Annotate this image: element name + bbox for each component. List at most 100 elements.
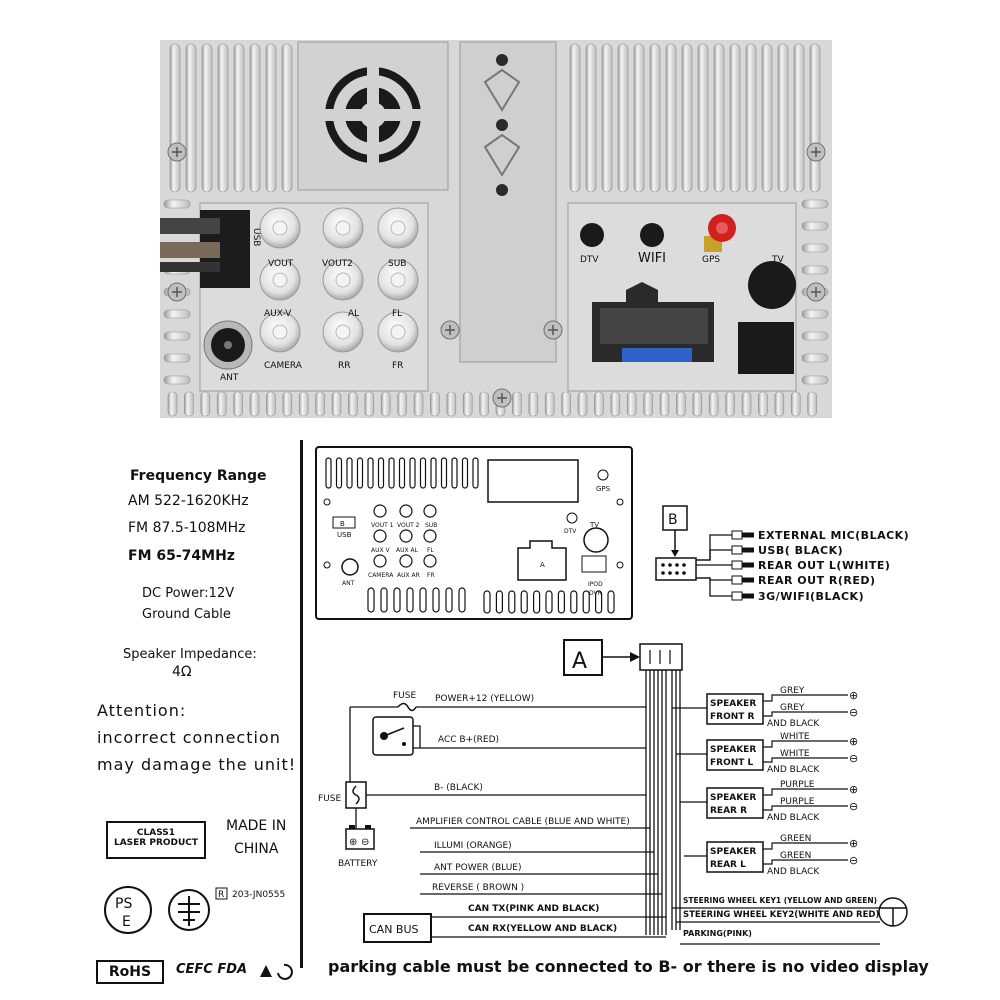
class1-line: CLASS1	[136, 828, 176, 838]
vent-slot	[377, 457, 385, 489]
bp-rca-jack	[423, 554, 437, 568]
parking-label: PARKING(PINK)	[683, 929, 752, 938]
harness-wire-label: POWER+12 (YELLOW)	[435, 694, 534, 704]
vent-slot	[325, 457, 332, 489]
wifi-port	[640, 223, 664, 247]
rca-plug-icon	[731, 545, 743, 555]
pin	[675, 563, 679, 567]
cooling-rib	[233, 43, 245, 193]
cooling-rib	[643, 391, 653, 417]
bp-display-window	[487, 459, 579, 503]
cooling-rib	[479, 391, 489, 417]
cooling-rib	[298, 391, 309, 417]
vent-slot	[483, 590, 491, 614]
cooling-rib	[617, 43, 629, 193]
cooling-rib	[167, 391, 178, 417]
cooling-rib	[777, 43, 789, 193]
rca-plug-tip	[742, 577, 754, 583]
wire	[413, 725, 421, 748]
vent-slot	[367, 457, 374, 489]
ipod-port	[738, 322, 794, 374]
reg-mark-letter: R	[218, 890, 224, 900]
speaker-line-1: SPEAKER	[710, 745, 756, 755]
plus-terminal-icon: ⊕	[849, 735, 858, 748]
cooling-rib	[430, 391, 440, 417]
battery-minus: ⊖	[361, 837, 369, 848]
photo-wifi-label: WIFI	[638, 251, 666, 266]
plus-terminal-icon: ⊕	[849, 783, 858, 796]
pin	[668, 563, 672, 567]
column-divider	[300, 440, 303, 968]
gps-antenna-connector	[704, 214, 736, 252]
b-output-label: EXTERNAL MIC(BLACK)	[758, 529, 909, 542]
speaker-line-2: REAR L	[710, 860, 746, 870]
screw-slot	[445, 325, 455, 335]
rca-jack-pin	[335, 220, 351, 236]
cooling-rib	[665, 43, 677, 193]
screw-slot	[811, 287, 821, 297]
bp-usb-label: USB	[337, 531, 352, 539]
fan-icon	[325, 67, 421, 163]
top-cooling-ribs	[169, 43, 821, 193]
speaker-pos-wire	[763, 788, 848, 796]
cooling-rib	[610, 391, 621, 417]
cooling-rib	[729, 43, 741, 193]
screw-slot	[172, 147, 182, 157]
vent-slot	[607, 590, 615, 614]
fm-range-2: FM 65-74MHz	[128, 548, 235, 564]
pin	[682, 563, 686, 567]
attention-line-2: incorrect connection	[97, 728, 281, 747]
vent-slot	[557, 590, 566, 614]
cooling-rib	[569, 43, 581, 193]
battery-label: BATTERY	[338, 859, 378, 869]
screw-slot	[172, 287, 182, 297]
photo-ant-label: ANT	[220, 373, 239, 383]
screw-slot	[497, 393, 507, 403]
speaker-line-2: FRONT R	[710, 712, 755, 722]
vent-slot	[545, 590, 553, 614]
speaker-and-black: AND BLACK	[767, 813, 820, 823]
vent-slot	[430, 457, 437, 489]
vent-slot	[582, 590, 590, 614]
rca-plug-tip	[742, 562, 754, 568]
cooling-rib	[745, 43, 757, 193]
photo-sub-label: SUB	[388, 259, 406, 269]
cooling-rib	[512, 391, 522, 417]
speaker-line-2: FRONT L	[710, 758, 754, 768]
dc-power: DC Power:12V	[142, 586, 235, 601]
rca-plug-tip	[742, 547, 754, 553]
bp-rca-jack	[423, 529, 437, 543]
harness-wire-label: REVERSE ( BROWN )	[432, 883, 524, 893]
connector-b-letter: B	[668, 512, 678, 528]
vent-slot	[335, 457, 343, 489]
cooling-rib	[331, 391, 342, 417]
cooling-rib	[676, 391, 686, 417]
b-output-label: REAR OUT R(RED)	[758, 574, 876, 587]
bp-rca-jack	[373, 529, 387, 543]
cooling-rib	[801, 199, 829, 209]
rca-jack-pin	[335, 324, 351, 340]
attention-line-3: may damage the unit!	[97, 755, 297, 774]
vent-slot	[495, 590, 503, 614]
vent-slot	[356, 457, 364, 489]
steering-key1-label: STEERING WHEEL KEY1 (YELLOW AND GREEN)	[683, 896, 877, 905]
bp-rca-jack	[399, 504, 413, 518]
vent-slot	[346, 457, 353, 489]
cooling-rib	[216, 391, 227, 417]
speaker-pos-wire	[763, 694, 848, 702]
cooling-rib	[544, 391, 555, 417]
fuse-top-label: FUSE	[393, 691, 416, 701]
bp-vout1-label: VOUT 1	[371, 522, 394, 529]
minus-terminal-icon: ⊖	[849, 854, 858, 867]
cooling-rib	[364, 391, 375, 417]
speaker-box	[706, 841, 764, 873]
cooling-rib	[217, 43, 229, 193]
harness-wire-label: CAN TX(PINK AND BLACK)	[468, 904, 599, 914]
screw-slot	[548, 325, 558, 335]
fm-range-1: FM 87.5-108MHz	[128, 520, 246, 536]
vent-slot	[472, 457, 479, 489]
minus-terminal-icon: ⊖	[849, 752, 858, 765]
minus-terminal-icon: ⊖	[849, 800, 858, 813]
ground-cable: Ground Cable	[142, 607, 231, 622]
bp-rca-jack	[399, 554, 413, 568]
